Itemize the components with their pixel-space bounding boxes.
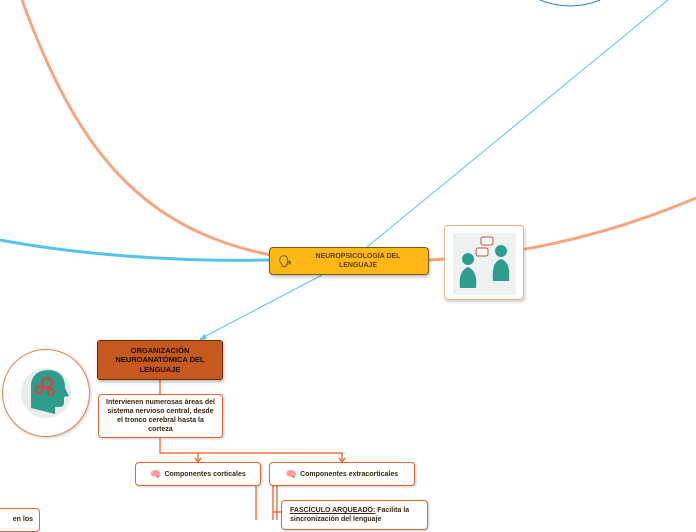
node-componentes-corticales[interactable]: 🧠 Componentes corticales — [135, 462, 261, 486]
central-topic-label: NEUROPSICOLOGÍA DEL LENGUAJE — [280, 252, 418, 270]
organizacion-label: ORGANIZACIÓN NEUROANATÓMICA DEL LENGUAJE — [98, 346, 222, 375]
componentes-extracorticales-label: Componentes extracorticales — [300, 471, 398, 478]
conversation-image[interactable] — [444, 225, 524, 300]
node-partial-left[interactable]: en los — [0, 508, 40, 532]
people-talking-icon — [445, 226, 525, 301]
branch-line-to-organizacion — [200, 275, 322, 339]
componentes-corticales-label: Componentes corticales — [164, 471, 245, 478]
node-fasciculo-arqueado[interactable]: FASCÍCULO ARQUEADO: Facilita la sincroni… — [281, 500, 428, 530]
partial-node-top-right — [540, 0, 600, 6]
head-gears-image[interactable] — [2, 349, 90, 437]
head-gears-icon — [3, 350, 89, 436]
description-text: Intervienen numerosas áreas del sistema … — [105, 398, 216, 434]
fasciculo-title: FASCÍCULO ARQUEADO: — [290, 507, 375, 514]
description-node[interactable]: Intervienen numerosas áreas del sistema … — [98, 394, 223, 438]
brain-icon: 🧠 — [150, 469, 161, 480]
brain-icon: 🧠 — [286, 469, 297, 480]
speaking-head-icon: 🗣 — [278, 255, 292, 268]
central-topic[interactable]: 🗣 NEUROPSICOLOGÍA DEL LENGUAJE — [269, 247, 429, 275]
branch-curve-top-left — [22, 0, 300, 260]
branch-line-top-right-blue — [367, 0, 668, 247]
connector-desc-components — [160, 438, 342, 460]
node-componentes-extracorticales[interactable]: 🧠 Componentes extracorticales — [269, 462, 415, 486]
main-branch-organizacion[interactable]: ORGANIZACIÓN NEUROANATÓMICA DEL LENGUAJE — [97, 340, 223, 380]
